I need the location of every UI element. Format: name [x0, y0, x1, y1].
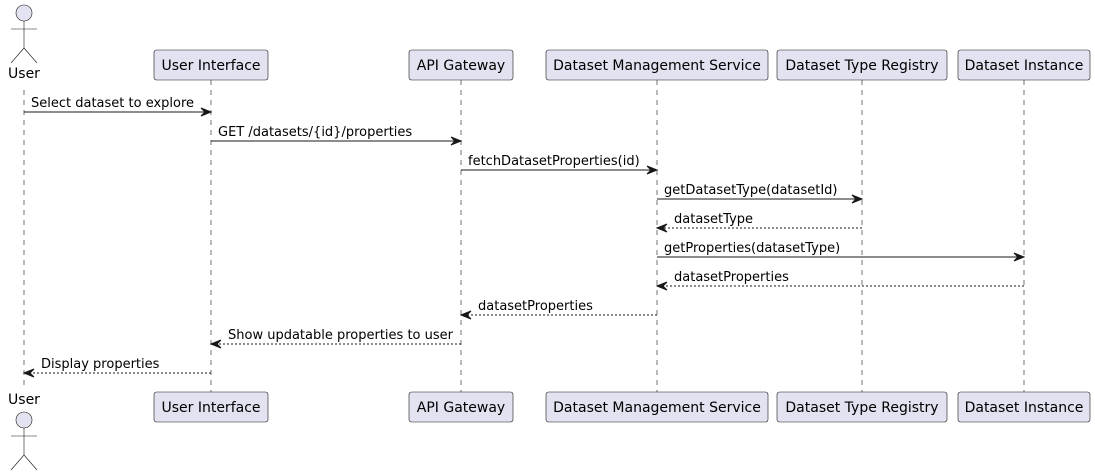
- arrowhead-icon: [450, 136, 463, 146]
- message-9: Show updatable properties to user: [209, 328, 461, 349]
- participant-box: [545, 49, 769, 81]
- arrowhead-icon: [851, 194, 864, 204]
- arrowhead-icon: [1013, 252, 1026, 262]
- arrowhead-icon: [655, 281, 668, 291]
- actor-leg: [10, 454, 25, 471]
- participant-label: Dataset Type Registry: [785, 400, 938, 416]
- actor-head-icon: [15, 411, 33, 429]
- participant-box: [957, 49, 1091, 81]
- participant-label: Dataset Management Service: [553, 400, 761, 416]
- actor-head-icon: [15, 4, 33, 22]
- participant-dms-bottom: Dataset Management Service: [545, 391, 769, 423]
- message-label: Select dataset to explore: [31, 96, 194, 111]
- message-label: datasetProperties: [674, 270, 789, 285]
- participant-di-bottom: Dataset Instance: [957, 391, 1091, 423]
- participant-label: Dataset Instance: [965, 400, 1084, 416]
- message-label: Show updatable properties to user: [228, 328, 454, 343]
- arrowhead-icon: [200, 107, 213, 117]
- arrowhead-icon: [459, 310, 472, 320]
- actor-top: User: [8, 4, 40, 82]
- message-label: datasetType: [674, 212, 753, 227]
- message-5: datasetType: [655, 212, 862, 233]
- message-2: GET /datasets/{id}/properties: [211, 125, 463, 146]
- actor-bottom: User: [8, 392, 40, 471]
- participant-box: [153, 49, 269, 81]
- participant-gw-top: API Gateway: [408, 49, 514, 81]
- arrowhead-icon: [22, 368, 35, 378]
- actor-leg: [10, 47, 25, 64]
- participant-label: API Gateway: [417, 58, 505, 74]
- participant-box: [776, 49, 948, 81]
- participant-label: Dataset Management Service: [553, 58, 761, 74]
- message-6: getProperties(datasetType): [657, 241, 1026, 262]
- message-8: datasetProperties: [459, 299, 657, 320]
- participant-label: API Gateway: [417, 400, 505, 416]
- participant-ui-bottom: User Interface: [153, 391, 269, 423]
- message-label: fetchDatasetProperties(id): [468, 154, 640, 169]
- actor-leg: [23, 454, 38, 471]
- arrowhead-icon: [646, 165, 659, 175]
- actor-leg: [23, 47, 38, 64]
- message-label: getProperties(datasetType): [664, 241, 840, 256]
- participant-gw-bottom: API Gateway: [408, 391, 514, 423]
- actor-label: User: [8, 66, 40, 82]
- participant-box: [408, 49, 514, 81]
- participant-box: [153, 391, 269, 423]
- participant-dms-top: Dataset Management Service: [545, 49, 769, 81]
- arrowhead-icon: [655, 223, 668, 233]
- participant-box: [408, 391, 514, 423]
- message-4: getDatasetType(datasetId): [657, 183, 864, 204]
- actor-label: User: [8, 392, 40, 408]
- participant-label: User Interface: [161, 400, 260, 416]
- participant-di-top: Dataset Instance: [957, 49, 1091, 81]
- message-10: Display properties: [22, 357, 211, 378]
- participant-heads-top: User User Interface API Gateway Dataset Man…: [8, 4, 1091, 82]
- lifelines: [23, 80, 1025, 392]
- participant-dtr-bottom: Dataset Type Registry: [776, 391, 948, 423]
- participant-box: [776, 391, 948, 423]
- participant-box: [957, 391, 1091, 423]
- participant-ui-top: User Interface: [153, 49, 269, 81]
- message-1: Select dataset to explore: [24, 96, 213, 117]
- message-label: datasetProperties: [478, 299, 593, 314]
- participant-box: [545, 391, 769, 423]
- message-3: fetchDatasetProperties(id): [461, 154, 659, 175]
- participant-label: Dataset Instance: [965, 58, 1084, 74]
- message-7: datasetProperties: [655, 270, 1024, 291]
- participant-label: User Interface: [161, 58, 260, 74]
- message-label: Display properties: [41, 357, 160, 372]
- message-label: GET /datasets/{id}/properties: [218, 125, 412, 140]
- message-label: getDatasetType(datasetId): [664, 183, 838, 198]
- participant-label: Dataset Type Registry: [785, 58, 938, 74]
- participant-dtr-top: Dataset Type Registry: [776, 49, 948, 81]
- arrowhead-icon: [209, 339, 222, 349]
